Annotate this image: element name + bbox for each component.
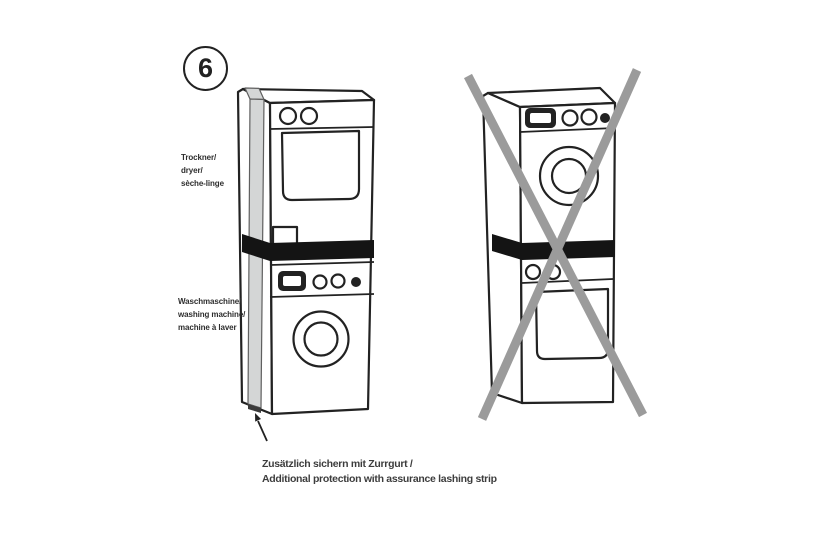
crossed-stack-figure bbox=[464, 68, 647, 421]
stacking-band bbox=[242, 234, 374, 261]
correct-stack-figure bbox=[236, 87, 376, 442]
figure-caption: Zusätzlich sichern mit Zurrgurt / Additi… bbox=[262, 457, 497, 487]
washer-display-screen bbox=[530, 113, 551, 123]
washer-power-dot-icon bbox=[600, 113, 610, 123]
dryer-knob-icon bbox=[524, 263, 542, 281]
caption-line-en: Additional protection with assurance las… bbox=[262, 473, 497, 485]
washer-display-screen bbox=[283, 276, 301, 286]
washer-label: Waschmaschine/ washing machine/ machine … bbox=[178, 295, 245, 334]
step-number-badge: 6 bbox=[183, 46, 228, 91]
dryer-figure bbox=[269, 106, 375, 247]
band-side-segment bbox=[242, 234, 270, 261]
arrow-head bbox=[255, 413, 261, 422]
dryer-panel-line bbox=[521, 278, 614, 284]
washer-label-de: Waschmaschine/ bbox=[178, 297, 242, 306]
band-side-segment bbox=[492, 234, 522, 260]
caption-line-de: Zusätzlich sichern mit Zurrgurt / bbox=[262, 458, 413, 470]
washer-knob-icon bbox=[312, 274, 328, 290]
cross-stroke bbox=[477, 68, 642, 421]
prohibition-cross-icon bbox=[464, 68, 647, 421]
dryer-label-fr: sèche-linge bbox=[181, 179, 224, 188]
arrow-shaft bbox=[257, 420, 268, 442]
washer-label-en: washing machine/ bbox=[178, 310, 246, 319]
washer-knob-icon bbox=[330, 273, 346, 289]
band-front-segment bbox=[270, 240, 374, 261]
washer-label-fr: machine à laver bbox=[178, 323, 237, 332]
dryer-label: Trockner/ dryer/ sèche-linge bbox=[181, 151, 224, 190]
washer-panel-line bbox=[519, 127, 616, 133]
washer-top-line bbox=[269, 261, 375, 266]
washer-knob-icon bbox=[580, 108, 598, 126]
strap-pointer-arrow-icon bbox=[255, 413, 268, 442]
washer-knob-icon bbox=[561, 109, 579, 127]
stacking-band bbox=[492, 234, 615, 260]
dryer-filter-door-icon bbox=[271, 225, 299, 247]
dryer-panel-line bbox=[269, 126, 375, 130]
dryer-label-en: dryer/ bbox=[181, 166, 203, 175]
dryer-knob-icon bbox=[299, 106, 319, 126]
washer-power-dot-icon bbox=[351, 277, 361, 287]
dryer-knob-icon bbox=[278, 106, 298, 126]
washer-porthole-inner-icon bbox=[303, 321, 339, 357]
dryer-door-icon bbox=[280, 129, 361, 202]
band-front-segment bbox=[522, 240, 615, 260]
strap-bottom-end bbox=[248, 404, 261, 413]
washer-panel-line bbox=[269, 293, 375, 298]
step-number: 6 bbox=[197, 53, 214, 83]
dryer-label-de: Trockner/ bbox=[181, 153, 217, 162]
washing-machine-figure bbox=[269, 261, 375, 368]
